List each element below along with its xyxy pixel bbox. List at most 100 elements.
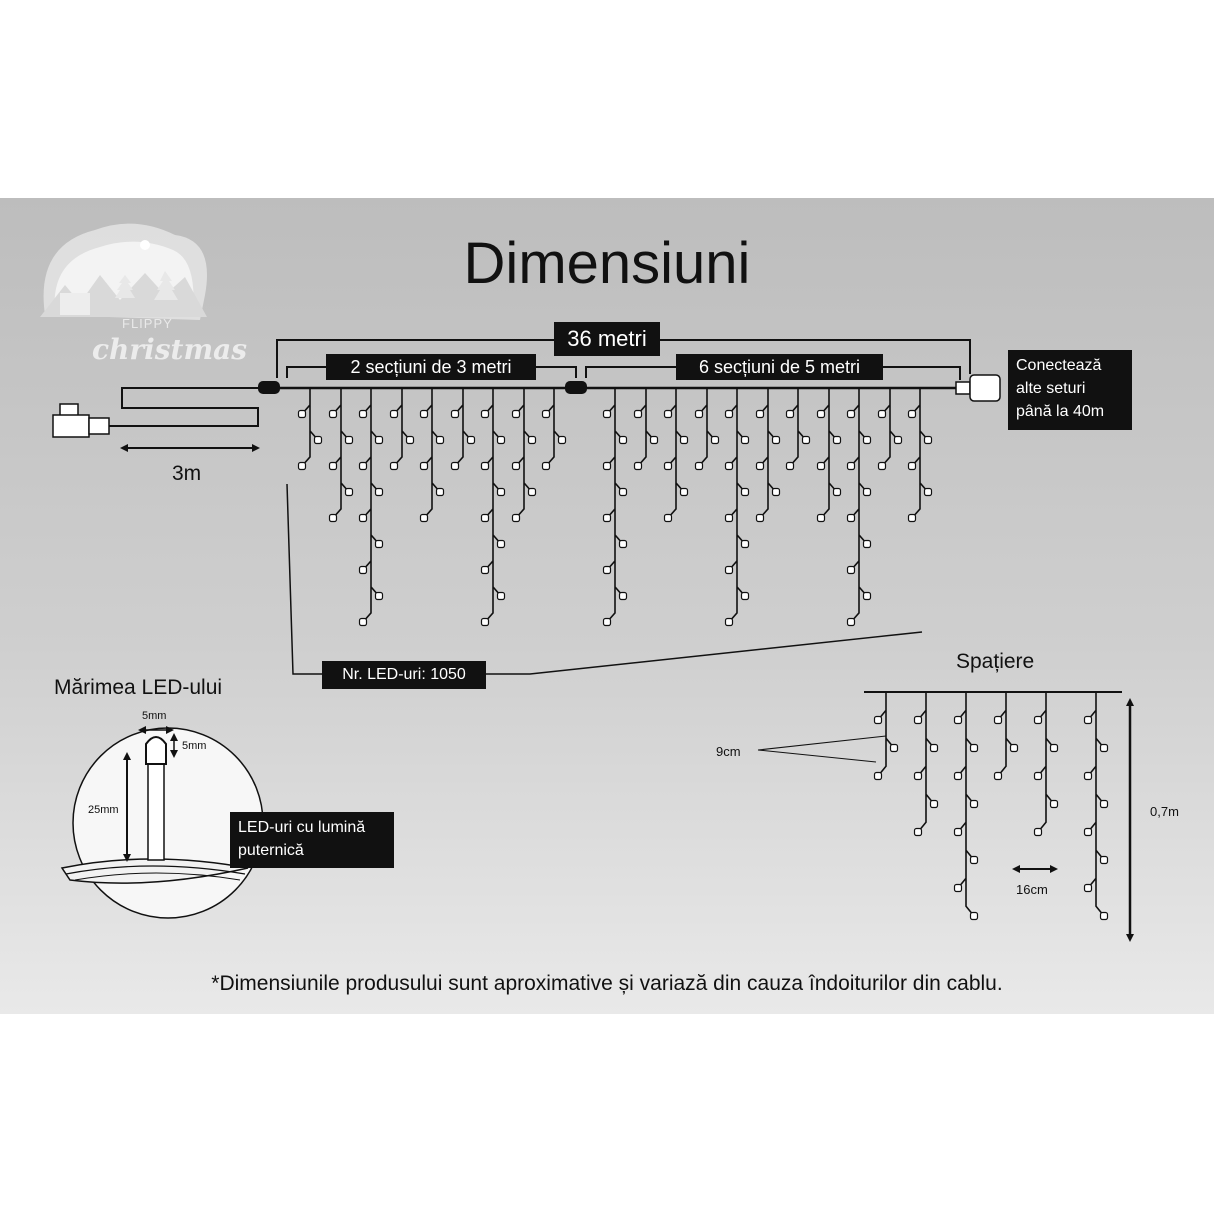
- led-bulb: [405, 435, 415, 445]
- led-bulb: [1099, 911, 1109, 921]
- led-bulb: [710, 435, 720, 445]
- led-bulb: [953, 827, 963, 837]
- led-bulb: [816, 461, 826, 471]
- led-bulb: [907, 461, 917, 471]
- led-bulb: [771, 435, 781, 445]
- led-bulb: [358, 617, 368, 627]
- led-bulb: [913, 715, 923, 725]
- led-length-label: 25mm: [88, 804, 119, 816]
- led-bulb: [724, 565, 734, 575]
- led-bulb: [466, 435, 476, 445]
- led-bulb: [877, 409, 887, 419]
- led-bulb: [740, 591, 750, 601]
- led-bulb: [785, 461, 795, 471]
- led-bulb: [893, 435, 903, 445]
- led-bulb: [618, 435, 628, 445]
- led-bulb: [1083, 827, 1093, 837]
- led-bulb: [328, 461, 338, 471]
- led-bulb: [374, 435, 384, 445]
- led-bulb: [618, 487, 628, 497]
- led-count-pointer: [286, 483, 322, 675]
- led-bulb: [389, 409, 399, 419]
- led-bulb: [618, 539, 628, 549]
- led-bulb: [724, 617, 734, 627]
- led-bulb: [846, 461, 856, 471]
- led-bulb: [496, 435, 506, 445]
- led-bulb: [663, 461, 673, 471]
- led-bulb: [846, 513, 856, 523]
- led-bulb: [724, 461, 734, 471]
- icicle-drops: [297, 388, 933, 627]
- led-bulb: [724, 409, 734, 419]
- led-bulb: [1033, 827, 1043, 837]
- connect-line-3: până la 40m: [1016, 403, 1105, 420]
- led-bulb: [328, 513, 338, 523]
- led-bulb: [1083, 883, 1093, 893]
- led-width-label: 5mm: [142, 710, 167, 722]
- led-bulb: [602, 461, 612, 471]
- led-bulb: [679, 487, 689, 497]
- led-bulb: [694, 409, 704, 419]
- end-connector: [955, 374, 1001, 402]
- led-bulb: [801, 435, 811, 445]
- led-bulb: [480, 409, 490, 419]
- led-bulb: [602, 565, 612, 575]
- led-bulb: [496, 539, 506, 549]
- bright-led-line-2: puternică: [238, 842, 304, 859]
- led-bulb: [993, 715, 1003, 725]
- led-bulb: [419, 409, 429, 419]
- led-bulb: [846, 565, 856, 575]
- led-bulb: [480, 565, 490, 575]
- led-bulb: [1099, 743, 1109, 753]
- led-bulb: [846, 617, 856, 627]
- led-bulb: [913, 827, 923, 837]
- led-bulb: [541, 461, 551, 471]
- dimension-line-section-a: [536, 366, 577, 378]
- led-height-label: 5mm: [182, 740, 207, 752]
- led-bulb: [480, 513, 490, 523]
- section-b-label: 6 secțiuni de 5 metri: [676, 354, 883, 380]
- dimension-line-total: [656, 339, 971, 374]
- led-bulb: [862, 591, 872, 601]
- power-plug: [52, 403, 110, 438]
- led-bulb: [374, 487, 384, 497]
- led-bulb: [740, 487, 750, 497]
- led-bulb: [602, 409, 612, 419]
- led-bulb: [633, 461, 643, 471]
- led-bulb: [969, 799, 979, 809]
- led-bulb: [344, 487, 354, 497]
- led-bulb: [755, 461, 765, 471]
- led-bulb: [541, 409, 551, 419]
- led-bulb: [785, 409, 795, 419]
- dimension-line-section-a: [286, 366, 326, 378]
- connect-line-1: Conectează: [1016, 357, 1102, 374]
- led-bulb: [1083, 771, 1093, 781]
- led-bulb: [633, 409, 643, 419]
- section-a-label: 2 secțiuni de 3 metri: [326, 354, 536, 380]
- led-bulb: [480, 617, 490, 627]
- led-bulb: [1033, 771, 1043, 781]
- led-bulb: [649, 435, 659, 445]
- led-bulb: [328, 409, 338, 419]
- led-bulb: [450, 461, 460, 471]
- led-bulb: [358, 565, 368, 575]
- led-bulb: [663, 513, 673, 523]
- led-bulb: [1049, 743, 1059, 753]
- lead-cable: [109, 387, 270, 427]
- dimension-line-section-b: [585, 366, 676, 378]
- led-bulb: [511, 461, 521, 471]
- led-bulb: [816, 409, 826, 419]
- led-bulb: [969, 911, 979, 921]
- led-bulb: [663, 409, 673, 419]
- led-size-title: Mărimea LED-ului: [54, 676, 223, 699]
- led-bulb: [907, 513, 917, 523]
- total-length-label: 36 metri: [554, 322, 660, 356]
- led-bulb: [374, 591, 384, 601]
- led-bulb: [969, 743, 979, 753]
- led-bulb: [419, 513, 429, 523]
- led-bulb: [862, 435, 872, 445]
- footnote: *Dimensiunile produsului sunt aproximati…: [211, 972, 1003, 995]
- led-bulb: [907, 409, 917, 419]
- led-count-label: Nr. LED-uri: 1050: [322, 661, 486, 689]
